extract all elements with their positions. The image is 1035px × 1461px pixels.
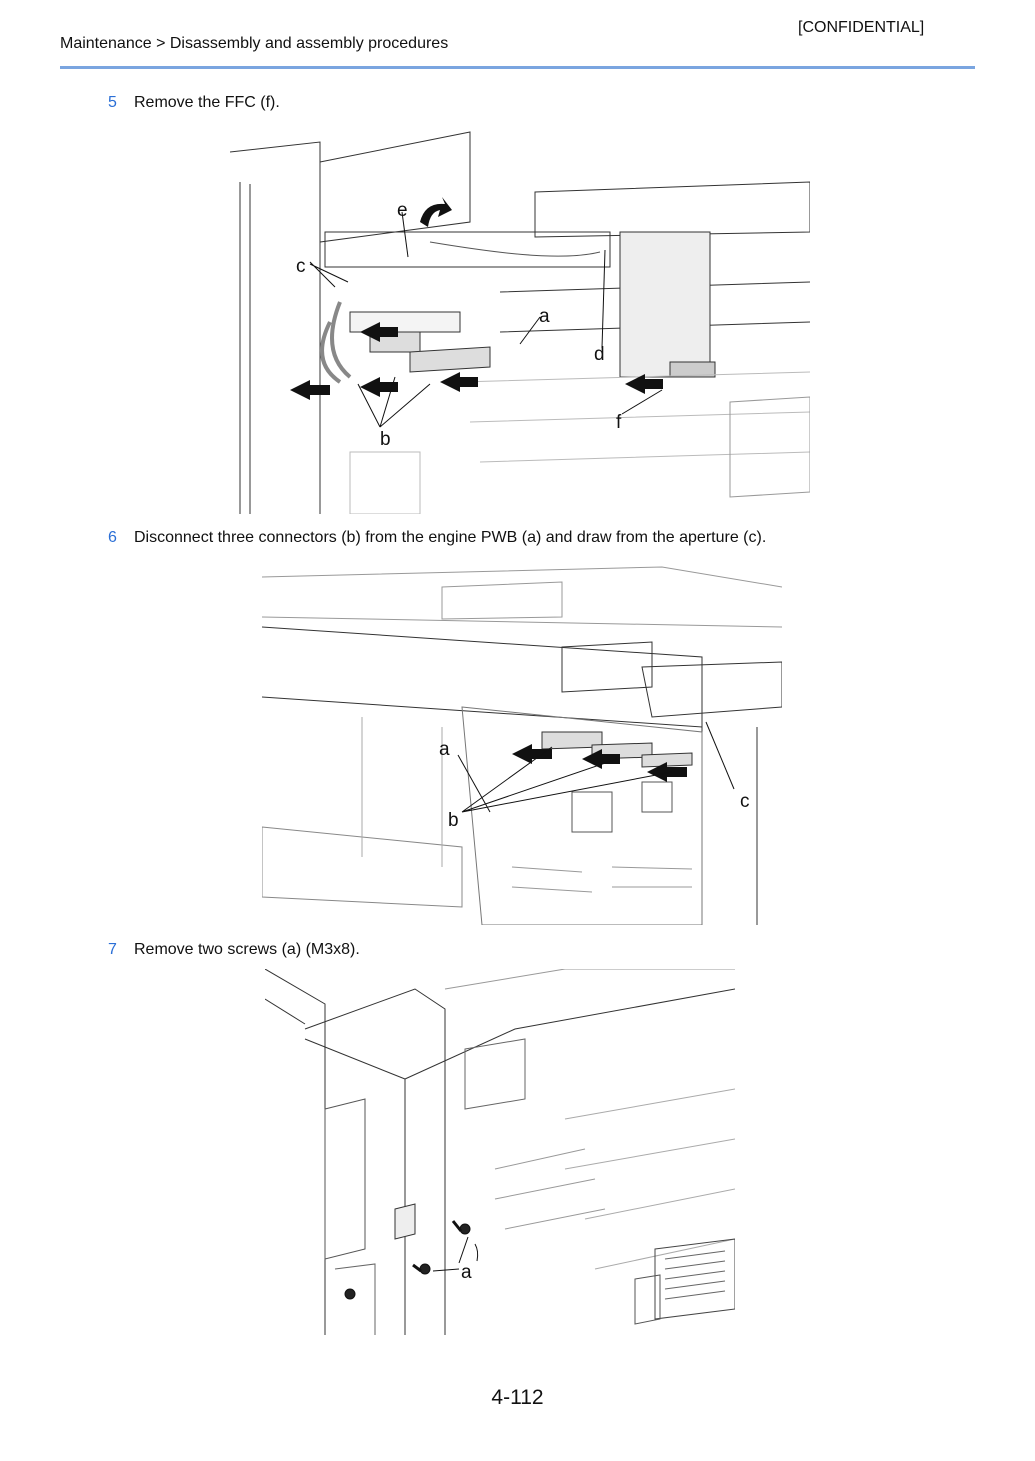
- step-text: Disconnect three connectors (b) from the…: [134, 529, 767, 546]
- step-number: 6: [108, 529, 117, 546]
- page-number: 4-112: [491, 1386, 544, 1409]
- confidential-label: [CONFIDENTIAL]: [798, 19, 925, 36]
- label-a: a: [461, 1262, 472, 1283]
- label-b: b: [448, 810, 459, 831]
- step-text: Remove the FFC (f).: [134, 94, 280, 111]
- label-d: d: [594, 344, 605, 365]
- label-c: c: [740, 791, 750, 812]
- step-number: 5: [108, 94, 117, 111]
- technical-illustration: e c a d f b: [230, 131, 810, 514]
- step-6: 6 Disconnect three connectors (b) from th…: [108, 529, 766, 547]
- technical-illustration: a: [265, 969, 735, 1335]
- label-a: a: [539, 306, 550, 327]
- step-5: 5 Remove the FFC (f).: [108, 94, 280, 112]
- breadcrumb: Maintenance > Disassembly and assembly p…: [60, 35, 449, 52]
- label-e: e: [397, 200, 408, 221]
- figure-step-6: a c b: [262, 557, 782, 925]
- step-text: Remove two screws (a) (M3x8).: [134, 941, 360, 958]
- step-7: 7 Remove two screws (a) (M3x8).: [108, 941, 360, 959]
- figure-step-5: e c a d f b: [230, 122, 810, 514]
- figure-step-7: a: [265, 969, 735, 1335]
- step-number: 7: [108, 941, 117, 958]
- header-divider: [60, 66, 975, 69]
- label-c: c: [296, 256, 306, 277]
- label-b: b: [380, 429, 391, 450]
- technical-illustration: a c b: [262, 566, 782, 925]
- label-a: a: [439, 739, 450, 760]
- label-f: f: [616, 412, 622, 433]
